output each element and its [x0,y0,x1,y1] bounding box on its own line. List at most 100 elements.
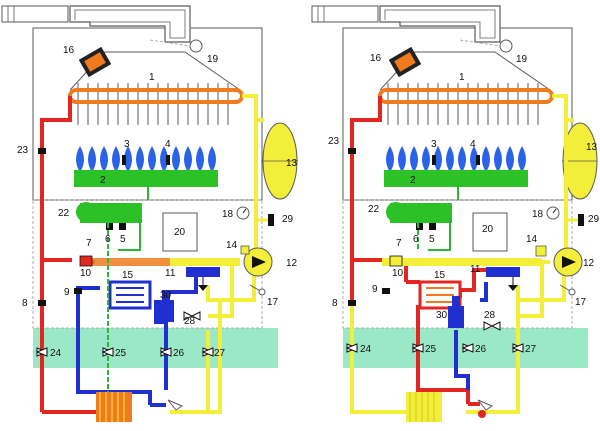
diverter-valve [186,267,220,291]
label-30: 30 [160,290,172,301]
tap-icon [477,399,494,418]
flue-icon [311,5,501,43]
label-3: 3 [124,139,130,150]
label-22: 22 [58,208,70,219]
label-7: 7 [86,238,92,249]
label-7: 7 [396,238,402,249]
burner-manifold [384,170,528,187]
pressure-switch-icon [459,39,513,53]
label-13: 13 [286,158,298,169]
pipe-flow-hot [350,96,382,300]
ionisation-electrode [476,155,480,165]
label-16: 16 [370,53,382,64]
pump-icon [243,247,273,277]
safety-valve [566,214,584,226]
label-15: 15 [122,270,134,281]
ignition-electrode [122,155,126,165]
expansion-vessel [562,122,598,200]
label-10: 10 [392,268,404,279]
label-29: 29 [282,214,294,225]
air-vent [535,245,547,257]
label-11: 11 [165,268,176,279]
pipe-flow-hot [40,96,72,390]
label-27: 27 [525,344,537,355]
label-27: 27 [214,348,226,359]
label-19: 19 [516,54,528,65]
flow-sensor [158,290,174,322]
label-26: 26 [173,348,185,359]
label-16: 16 [63,45,75,56]
flow-sensor-23 [348,148,356,154]
label-8: 8 [332,298,338,309]
return-sensor [38,300,46,306]
safety-valve [256,214,274,226]
label-12: 12 [583,258,595,269]
callout-labels: 1 2 3 4 5 6 7 8 9 10 11 12 13 14 15 16 1… [328,53,600,355]
label-11: 11 [470,264,481,275]
label-3: 3 [431,139,437,150]
return-sensor [348,300,356,306]
flue-icon [1,5,191,43]
valve-zone [33,328,278,368]
radiator-icon [40,390,132,422]
label-20: 20 [482,224,494,235]
heat-exchanger-tube [378,88,554,104]
pipe-domestic-cold [454,330,470,390]
valve-icon [183,311,201,321]
pressure-switch-icon [149,39,203,53]
dhw-sensor [382,288,390,294]
label-13: 13 [586,142,598,153]
label-14: 14 [226,240,238,251]
isolation-valves [345,343,525,353]
control-box [472,212,508,252]
label-6: 6 [413,234,419,245]
fan-icon [78,46,112,78]
label-28: 28 [484,310,496,321]
flame-icon [386,146,526,172]
label-28: 28 [184,316,196,327]
overheat-sensor [389,255,403,267]
label-19: 19 [207,54,219,65]
label-20: 20 [174,227,186,238]
gas-valve [386,202,452,230]
label-9: 9 [372,284,378,295]
label-18: 18 [222,209,234,220]
label-24: 24 [360,344,372,355]
label-14: 14 [526,234,538,245]
label-15: 15 [434,270,446,281]
label-26: 26 [475,344,487,355]
label-1: 1 [149,72,155,83]
label-25: 25 [425,344,437,355]
burner-manifold [74,170,218,187]
gas-valve [76,202,142,230]
ignition-electrode [432,155,436,165]
label-10: 10 [80,268,92,279]
valve-icon [483,321,501,331]
fan-icon [388,46,422,78]
plate-heat-exchanger [108,280,152,310]
label-5: 5 [429,234,435,245]
label-6: 6 [105,234,111,245]
tap-icon [167,399,184,411]
label-24: 24 [50,348,62,359]
label-30: 30 [436,310,448,321]
label-4: 4 [165,139,171,150]
diverter-valve [486,267,520,291]
pipe-gradient-hot [90,258,240,266]
label-23: 23 [17,145,29,156]
flow-sensor [448,296,464,328]
label-25: 25 [115,348,127,359]
expansion-vessel [262,122,298,200]
gauge-icon [236,206,250,220]
callout-labels: 1 2 3 4 5 6 7 8 9 10 11 12 13 14 15 16 1… [17,45,298,359]
label-9: 9 [64,287,70,298]
pipe-return [242,94,258,262]
label-17: 17 [267,297,279,308]
flow-sensor-23 [38,148,46,154]
control-box [162,212,198,252]
label-29: 29 [588,214,600,225]
dhw-sensor [74,288,82,294]
label-18: 18 [532,209,544,220]
pump-icon [553,247,583,277]
